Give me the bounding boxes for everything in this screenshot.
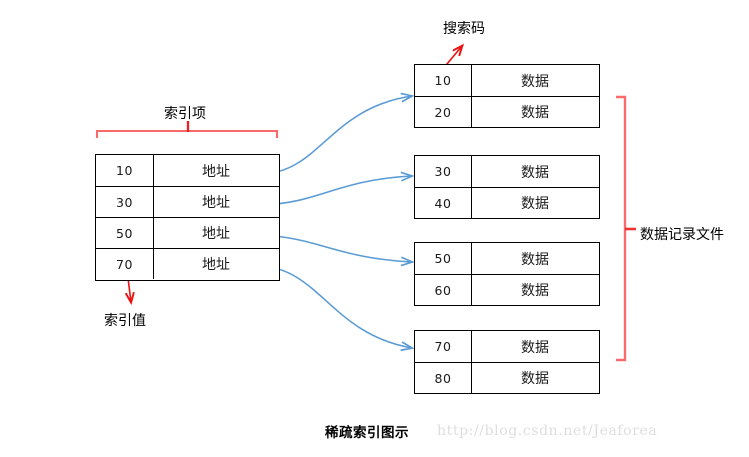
data-block: 10 数据 20 数据 [414, 64, 600, 128]
data-value-cell: 数据 [521, 371, 549, 388]
data-key-cell: 50 [415, 243, 472, 275]
data-row: 10 数据 [415, 65, 599, 97]
data-value-cell: 数据 [521, 196, 549, 213]
data-row: 50 数据 [415, 243, 599, 275]
label-data-record-file: 数据记录文件 [640, 227, 724, 243]
index-to-data-connectors [261, 96, 412, 348]
data-key-cell: 30 [415, 156, 472, 188]
index-row: 50 地址 [96, 217, 279, 249]
connector-row-4 [261, 265, 412, 348]
index-item-bracket [95, 121, 279, 138]
data-value-cell: 数据 [521, 164, 549, 181]
data-row: 70 数据 [415, 331, 599, 363]
data-file-bracket [616, 95, 636, 362]
data-key-cell: 60 [415, 275, 472, 306]
index-key-cell: 70 [96, 249, 154, 280]
data-row: 30 数据 [415, 156, 599, 188]
index-table: 10 地址 30 地址 50 地址 70 地址 [95, 154, 280, 281]
connector-row-3 [261, 234, 412, 262]
data-row: 40 数据 [415, 187, 599, 219]
index-value-arrow [128, 277, 131, 302]
data-value-cell: 数据 [521, 251, 549, 268]
index-key-cell: 50 [96, 218, 154, 249]
index-row: 70 地址 [96, 248, 279, 280]
data-row: 80 数据 [415, 362, 599, 394]
data-block: 30 数据 40 数据 [414, 155, 600, 219]
label-search-key: 搜索码 [443, 21, 485, 37]
connector-row-2 [261, 176, 412, 206]
index-address-cell: 地址 [202, 226, 230, 243]
connector-row-1 [261, 96, 412, 175]
label-index-item: 索引项 [164, 106, 206, 122]
index-address-cell: 地址 [202, 163, 230, 180]
data-block: 70 数据 80 数据 [414, 330, 600, 394]
data-key-cell: 70 [415, 331, 472, 363]
watermark-url: http://blog.csdn.net/Jeaforea [437, 423, 658, 439]
data-key-cell: 40 [415, 188, 472, 219]
data-key-cell: 10 [415, 65, 472, 97]
data-row: 20 数据 [415, 96, 599, 128]
index-row: 10 地址 [96, 155, 279, 187]
data-value-cell: 数据 [521, 73, 549, 90]
index-address-cell: 地址 [202, 257, 230, 274]
index-row: 30 地址 [96, 186, 279, 218]
data-row: 60 数据 [415, 274, 599, 306]
data-key-cell: 80 [415, 363, 472, 394]
data-key-cell: 20 [415, 97, 472, 128]
label-index-value: 索引值 [104, 313, 146, 329]
data-value-cell: 数据 [521, 339, 549, 356]
data-value-cell: 数据 [521, 105, 549, 122]
index-key-cell: 10 [96, 155, 154, 187]
index-address-cell: 地址 [202, 195, 230, 212]
data-value-cell: 数据 [521, 283, 549, 300]
index-key-cell: 30 [96, 187, 154, 218]
data-block: 50 数据 60 数据 [414, 242, 600, 306]
diagram-caption: 稀疏索引图示 [325, 425, 409, 441]
